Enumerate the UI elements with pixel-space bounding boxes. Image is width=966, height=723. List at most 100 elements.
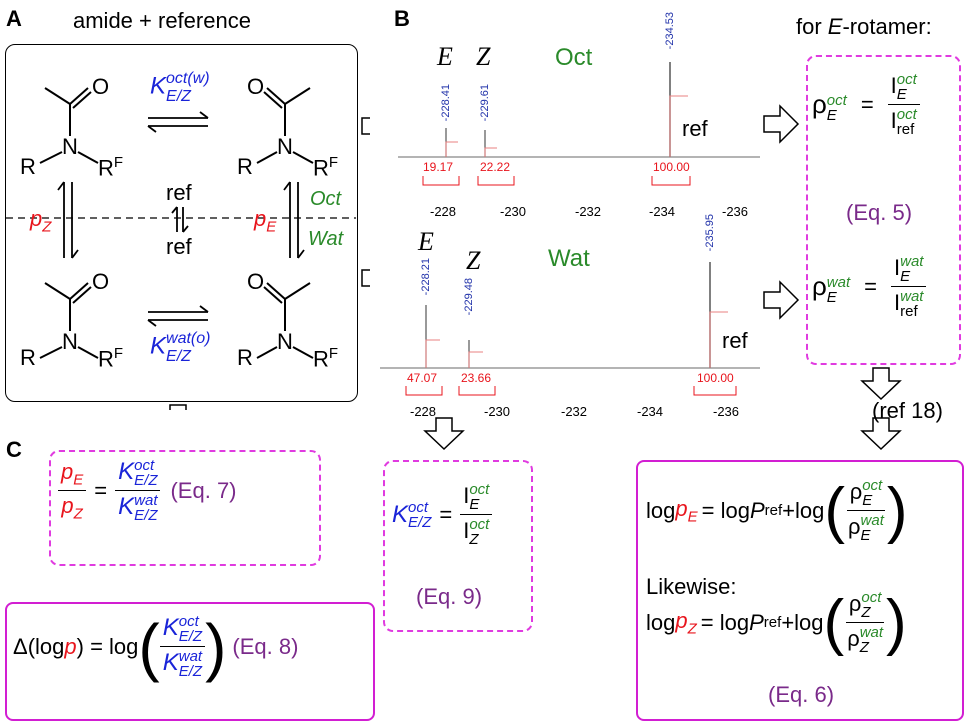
ref-top-label: ref (166, 180, 192, 205)
wat-integral-ref: 100.00 (697, 371, 734, 385)
wat-z-label: Z (466, 246, 481, 275)
wat-peak-label-z: -229.48 (463, 278, 475, 316)
eq6-label: (Eq. 6) (768, 682, 835, 707)
pz-label: pZ (30, 206, 52, 236)
down-arrow-b (423, 417, 465, 451)
oct-ref-label: ref (682, 116, 708, 141)
atom-n: N (62, 134, 78, 159)
oct-tick: -232 (575, 204, 602, 219)
eq9-label: (Eq. 9) (416, 584, 483, 609)
oct-integral-z: 22.22 (480, 160, 511, 174)
amide-bottom-right (256, 282, 314, 359)
oct-phase-label: Oct (310, 188, 342, 210)
atom-r: R (20, 154, 36, 179)
eq6-box (636, 460, 964, 721)
down-arrow-right-2 (860, 417, 902, 451)
eq8-box (5, 602, 375, 721)
ref18-label: (ref 18) (872, 398, 943, 423)
oct-tick: -228 (430, 204, 457, 219)
oct-integration-curves (445, 95, 688, 157)
atom-r: R (237, 345, 253, 370)
oct-z-label: Z (476, 42, 491, 71)
oct-integral-ref: 100.00 (653, 160, 690, 174)
atom-o: O (247, 269, 265, 294)
atom-rf: RF (313, 154, 339, 181)
wat-integral-z: 23.66 (461, 371, 492, 385)
wat-tick: -232 (561, 404, 588, 419)
atom-r: R (237, 154, 253, 179)
atom-o: O (92, 269, 110, 294)
eq5-label: (Eq. 5) (846, 200, 913, 225)
ref-bottom-label: ref (166, 234, 192, 259)
panel-a-title: amide + reference (73, 8, 251, 33)
wat-integral-e: 47.07 (407, 371, 438, 385)
wat-tick: -230 (484, 404, 511, 419)
wat-e-label: E (418, 227, 434, 256)
panel-label-a: A (6, 6, 22, 31)
wat-integration-curves (425, 311, 728, 368)
atom-rf: RF (98, 154, 124, 181)
atom-rf: RF (98, 345, 124, 372)
atom-r: R (20, 345, 36, 370)
down-arrow-right-1 (860, 367, 902, 401)
partition-arrows-left (57, 181, 79, 259)
partition-arrows-ref (171, 206, 189, 233)
amide-top-left (39, 87, 99, 164)
amide-bottom-left (39, 282, 99, 359)
atom-n: N (277, 329, 293, 354)
oct-peak-label-z: -229.61 (479, 84, 491, 122)
right-arrow-eq5-wat (763, 280, 800, 320)
wat-tick: -234 (637, 404, 664, 419)
wat-tick: -236 (713, 404, 740, 419)
right-arrow-eq5-oct (763, 104, 800, 144)
oct-peak-label-ref: -234.53 (664, 12, 676, 50)
eq7-box (49, 450, 321, 566)
oct-tick: -234 (649, 204, 676, 219)
oct-integral-brackets (422, 176, 691, 186)
panel-label-b: B (394, 6, 410, 31)
likewise-label: Likewise: (646, 574, 737, 599)
down-arrow-a (169, 404, 187, 410)
atom-n: N (62, 329, 78, 354)
right-arrow-oct (361, 117, 370, 135)
panel-label-c: C (6, 437, 22, 462)
wat-ref-label: ref (722, 328, 748, 353)
equilibrium-arrows-bottom (147, 305, 209, 327)
equilibrium-arrows-top (147, 111, 209, 133)
wat-spectrum-title: Wat (548, 245, 590, 272)
oct-e-label: E (437, 42, 453, 71)
rotamer-heading: for E-rotamer: (796, 14, 932, 39)
wat-peak-label-e: -228.21 (420, 258, 432, 296)
oct-peak-label-e: -228.41 (440, 84, 452, 122)
atom-o: O (247, 74, 265, 99)
pe-label: pE (254, 206, 277, 236)
wat-integral-brackets (405, 386, 737, 396)
wat-phase-label: Wat (308, 228, 344, 250)
atom-rf: RF (313, 345, 339, 372)
atom-o: O (92, 74, 110, 99)
oct-tick: -230 (500, 204, 527, 219)
wat-tick: -228 (410, 404, 437, 419)
amide-top-right (256, 87, 314, 164)
eq5-box (806, 55, 961, 365)
oct-integral-e: 19.17 (423, 160, 454, 174)
oct-spectrum-title: Oct (555, 44, 593, 71)
panel-a-box (5, 44, 358, 402)
oct-tick: -236 (722, 204, 749, 219)
panel-a-scheme (6, 87, 370, 410)
atom-n: N (277, 134, 293, 159)
partition-arrows-right (283, 181, 305, 259)
right-arrow-wat (361, 269, 370, 287)
wat-peak-label-ref: -235.95 (704, 214, 716, 252)
eq9-box (383, 460, 533, 632)
